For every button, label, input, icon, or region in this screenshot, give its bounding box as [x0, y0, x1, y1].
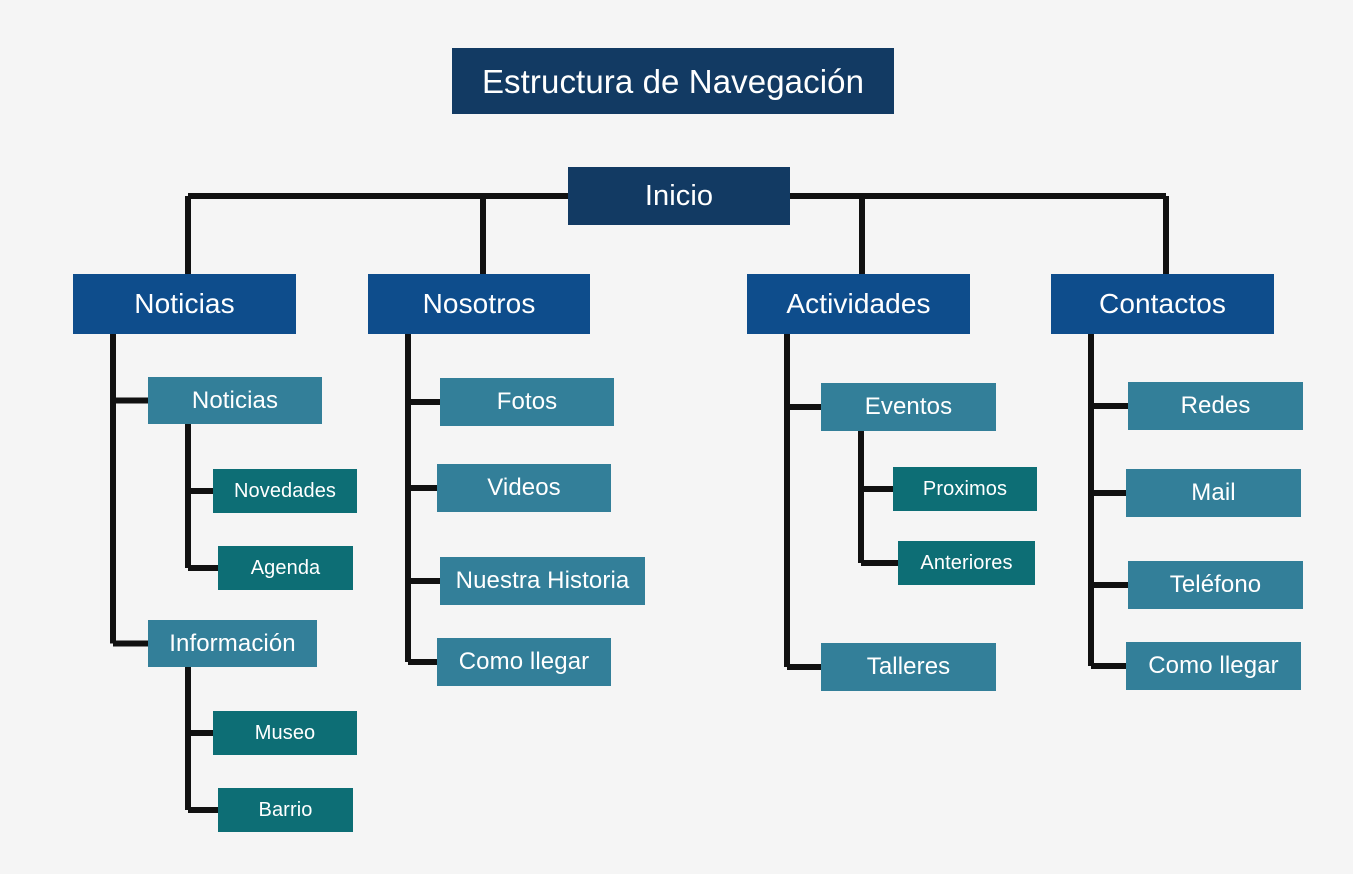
node-nosotros-como-llegar[interactable]: Como llegar [437, 638, 611, 686]
node-label: Barrio [258, 799, 313, 821]
node-label: Información [169, 629, 296, 657]
node-actividades-talleres[interactable]: Talleres [821, 643, 996, 691]
node-label: Contactos [1099, 288, 1226, 319]
node-label: Nosotros [422, 288, 536, 319]
node-actividades-eventos-proximos[interactable]: Proximos [893, 467, 1037, 511]
node-label: Talleres [866, 653, 951, 680]
node-label: Novedades [233, 480, 337, 502]
node-nosotros-nuestra-historia[interactable]: Nuestra Historia [440, 557, 645, 605]
diagram-title-box: Estructura de Navegación [452, 48, 894, 114]
node-nosotros-videos[interactable]: Videos [437, 464, 611, 512]
node-label: Noticias [134, 288, 235, 319]
node-label: Actividades [786, 288, 931, 319]
node-contactos-redes[interactable]: Redes [1128, 382, 1303, 430]
node-label: Noticias [191, 386, 279, 414]
node-label: Videos [487, 474, 561, 501]
node-label: Teléfono [1169, 571, 1262, 598]
node-noticias-noticias[interactable]: Noticias [148, 377, 322, 424]
node-label: Como llegar [458, 648, 590, 675]
node-nosotros-fotos[interactable]: Fotos [440, 378, 614, 426]
diagram-title-label: Estructura de Navegación [481, 62, 865, 100]
node-nosotros[interactable]: Nosotros [368, 274, 590, 334]
node-label: Como llegar [1148, 652, 1279, 679]
node-noticias-informacion[interactable]: Información [148, 620, 317, 667]
node-label: Eventos [864, 393, 953, 420]
node-label: Anteriores [920, 552, 1013, 574]
node-contactos-mail[interactable]: Mail [1126, 469, 1301, 517]
node-contactos[interactable]: Contactos [1051, 274, 1274, 334]
node-noticias-informacion-museo[interactable]: Museo [213, 711, 357, 755]
node-contactos-como-llegar[interactable]: Como llegar [1126, 642, 1301, 690]
node-label: Redes [1180, 392, 1251, 419]
node-label: Museo [254, 722, 316, 744]
node-noticias-informacion-barrio[interactable]: Barrio [218, 788, 353, 832]
node-actividades-eventos[interactable]: Eventos [821, 383, 996, 431]
node-actividades-eventos-anteriores[interactable]: Anteriores [898, 541, 1035, 585]
node-label: Nuestra Historia [455, 567, 630, 594]
node-contactos-telefono[interactable]: Teléfono [1128, 561, 1303, 609]
node-inicio[interactable]: Inicio [568, 167, 790, 225]
node-label: Mail [1191, 479, 1236, 506]
node-actividades[interactable]: Actividades [747, 274, 970, 334]
node-label: Fotos [496, 388, 558, 415]
node-noticias[interactable]: Noticias [73, 274, 296, 334]
node-inicio-label: Inicio [644, 179, 714, 212]
node-noticias-noticias-novedades[interactable]: Novedades [213, 469, 357, 513]
node-label: Agenda [250, 557, 321, 579]
node-noticias-noticias-agenda[interactable]: Agenda [218, 546, 353, 590]
node-label: Proximos [922, 478, 1008, 500]
